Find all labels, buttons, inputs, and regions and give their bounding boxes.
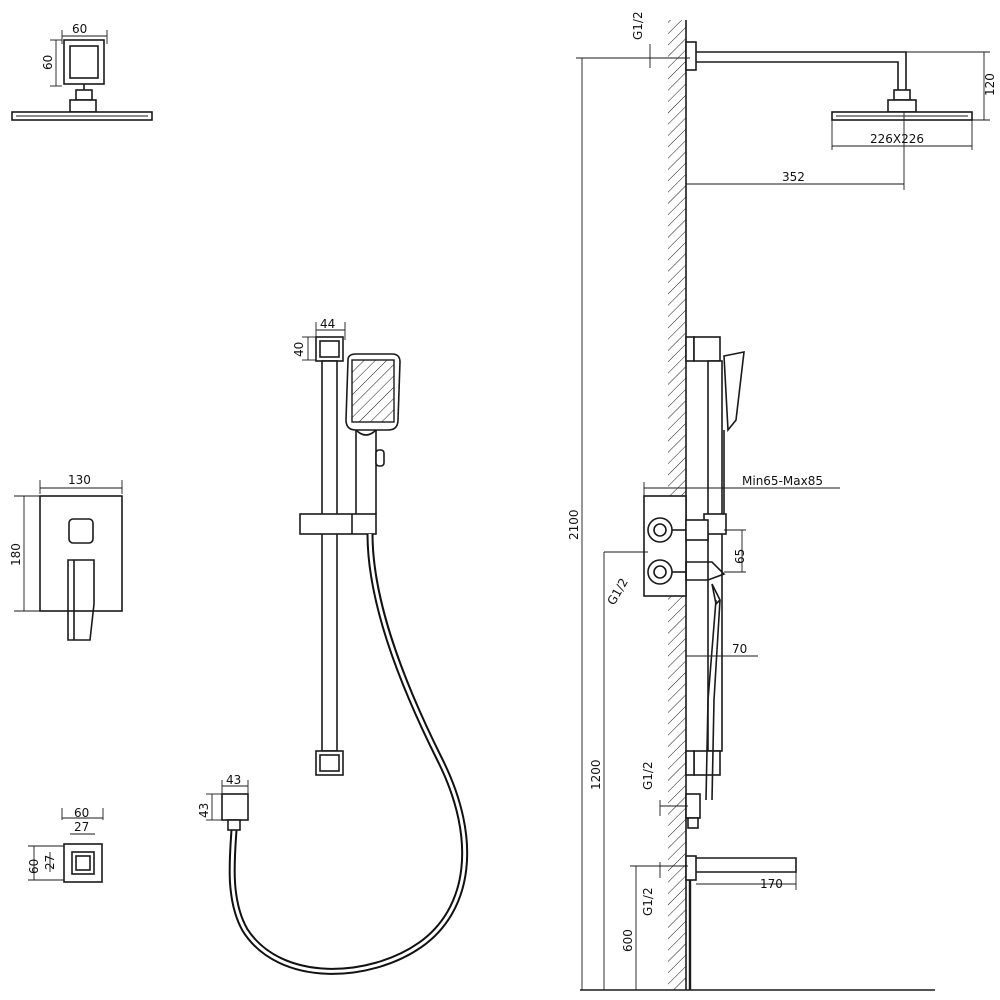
dim-arm-reach: 352 bbox=[782, 170, 805, 184]
dim-valve-w: 130 bbox=[68, 473, 91, 487]
dim-head-arm-base-w: 60 bbox=[72, 22, 87, 36]
dim-height-1200: 1200 bbox=[589, 759, 603, 790]
top-head-detail: 60 60 bbox=[11, 22, 153, 121]
dim-valve-gap: 65 bbox=[733, 549, 747, 564]
dim-total-height: 2100 bbox=[567, 509, 581, 540]
elbow-connector: 43 43 bbox=[197, 773, 249, 831]
dim-rail-top-h: 40 bbox=[292, 342, 306, 357]
dim-valve-h: 180 bbox=[9, 543, 23, 566]
dim-spout-len: 170 bbox=[760, 877, 783, 891]
thread-spout-label: G1/2 bbox=[641, 887, 655, 916]
hose bbox=[228, 533, 469, 975]
dim-outlet-h: 60 bbox=[27, 859, 41, 874]
valve-plate-detail: 130 180 bbox=[9, 473, 123, 641]
dim-elbow-h: 43 bbox=[197, 803, 211, 818]
dim-outlet-w: 60 bbox=[74, 806, 89, 820]
thread-top-label: G1/2 bbox=[631, 11, 645, 40]
dim-spout-offset: 70 bbox=[732, 642, 747, 656]
dim-head-size: 226X226 bbox=[870, 132, 924, 146]
dim-height-600: 600 bbox=[621, 929, 635, 952]
outlet-elbow-detail: 60 27 60 27 bbox=[27, 806, 104, 883]
dim-elbow-w: 43 bbox=[226, 773, 241, 787]
dim-outlet-inner-w: 27 bbox=[74, 820, 89, 834]
dim-recess-depth: Min65-Max85 bbox=[742, 474, 823, 488]
dim-arm-drop: 120 bbox=[983, 73, 997, 96]
thread-valve-label: G1/2 bbox=[604, 576, 630, 608]
dim-head-arm-base-h: 60 bbox=[41, 55, 55, 70]
slide-rail-detail: 44 40 bbox=[292, 317, 401, 776]
thread-elbow-label: G1/2 bbox=[641, 761, 655, 790]
dim-rail-top-w: 44 bbox=[320, 317, 335, 331]
side-elevation: G1/2 120 226X226 352 2100 bbox=[567, 11, 997, 991]
dim-outlet-inner-h: 27 bbox=[43, 855, 57, 870]
